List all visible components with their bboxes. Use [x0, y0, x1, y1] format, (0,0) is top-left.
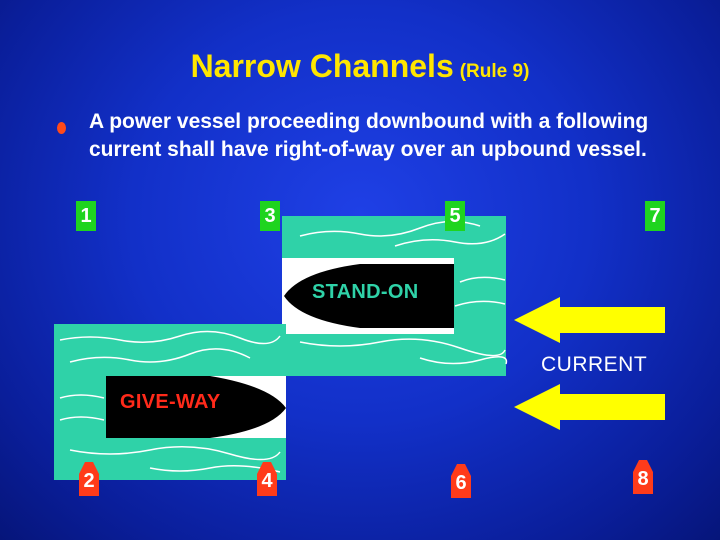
red-marker-4-label: 4: [261, 470, 273, 492]
green-marker-5: 5: [445, 201, 465, 231]
green-marker-1: 1: [76, 201, 96, 231]
red-marker-2: 2: [79, 462, 99, 496]
give-way-label: GIVE-WAY: [120, 391, 221, 413]
bullet-icon: [57, 122, 66, 134]
give-way-boat: [106, 376, 286, 438]
green-marker-3: 3: [260, 201, 280, 231]
title-text: Narrow Channels: [190, 48, 454, 84]
red-marker-2-label: 2: [83, 470, 95, 492]
current-arrow-bottom: [514, 384, 665, 430]
red-marker-4: 4: [257, 462, 277, 496]
green-marker-7: 7: [645, 201, 665, 231]
page-title: Narrow Channels(Rule 9): [0, 48, 720, 85]
stand-on-label: STAND-ON: [312, 281, 419, 303]
stand-on-boat: [284, 264, 454, 328]
title-rule: (Rule 9): [459, 61, 530, 82]
red-marker-6: 6: [451, 464, 471, 498]
red-marker-8-label: 8: [637, 468, 649, 490]
current-label: CURRENT: [541, 353, 648, 376]
bullet-text: A power vessel proceeding downbound with…: [89, 110, 649, 161]
red-marker-8: 8: [633, 460, 653, 494]
red-marker-6-label: 6: [455, 472, 467, 494]
current-arrow-top: [514, 297, 665, 343]
